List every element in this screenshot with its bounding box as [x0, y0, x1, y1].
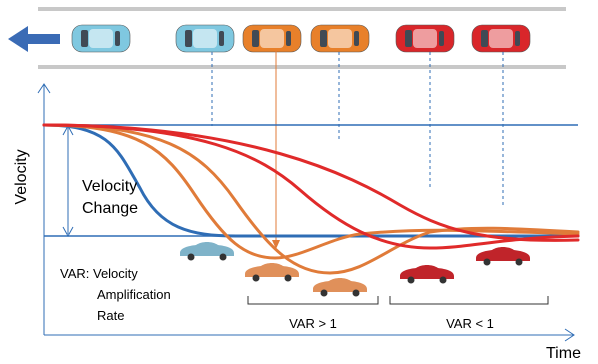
- guide-arrow-orange-head: [272, 240, 280, 249]
- curve-lead-car: [42, 123, 580, 238]
- follower-car-1-icon: [175, 24, 235, 53]
- road-line-top: [38, 7, 566, 11]
- curve-red-2: [42, 123, 580, 242]
- bracket-var-greater: [247, 296, 379, 305]
- car-icon: [180, 242, 234, 261]
- follower-car-2-icon: [242, 24, 302, 53]
- follower-car-5-icon: [471, 24, 531, 53]
- var-definition-line3: Rate: [97, 308, 124, 323]
- var-definition-line2: Amplification: [97, 287, 171, 302]
- road-line-bottom: [38, 65, 566, 69]
- var-less-label: VAR < 1: [446, 316, 494, 331]
- velocity-change-arrow: [62, 124, 74, 238]
- follower-car-4-icon: [395, 24, 455, 53]
- var-definition-line1: VAR: Velocity: [60, 266, 138, 281]
- bracket-var-less: [389, 296, 549, 305]
- y-axis-label: Velocity: [13, 149, 30, 204]
- follower-car-3-icon: [310, 24, 370, 53]
- curve-orange-2: [42, 123, 580, 275]
- velocity-change-label-line1: Velocity: [82, 178, 137, 195]
- car-icon: [400, 265, 454, 284]
- car-icon: [476, 247, 530, 266]
- velocity-change-label-line2: Change: [82, 200, 138, 217]
- left-arrow-icon: [8, 26, 60, 52]
- curve-red-1: [42, 123, 580, 250]
- car-icon: [245, 263, 299, 282]
- x-axis-arrowhead: [564, 328, 575, 342]
- var-greater-label: VAR > 1: [289, 316, 337, 331]
- velocity-curves: [42, 123, 580, 275]
- car-icon: [313, 278, 367, 297]
- x-axis-label: Time: [546, 345, 581, 362]
- car-row: [71, 24, 531, 53]
- guide-lines: [211, 52, 504, 207]
- y-axis-arrowhead: [37, 83, 51, 94]
- lead-car-icon: [71, 24, 131, 53]
